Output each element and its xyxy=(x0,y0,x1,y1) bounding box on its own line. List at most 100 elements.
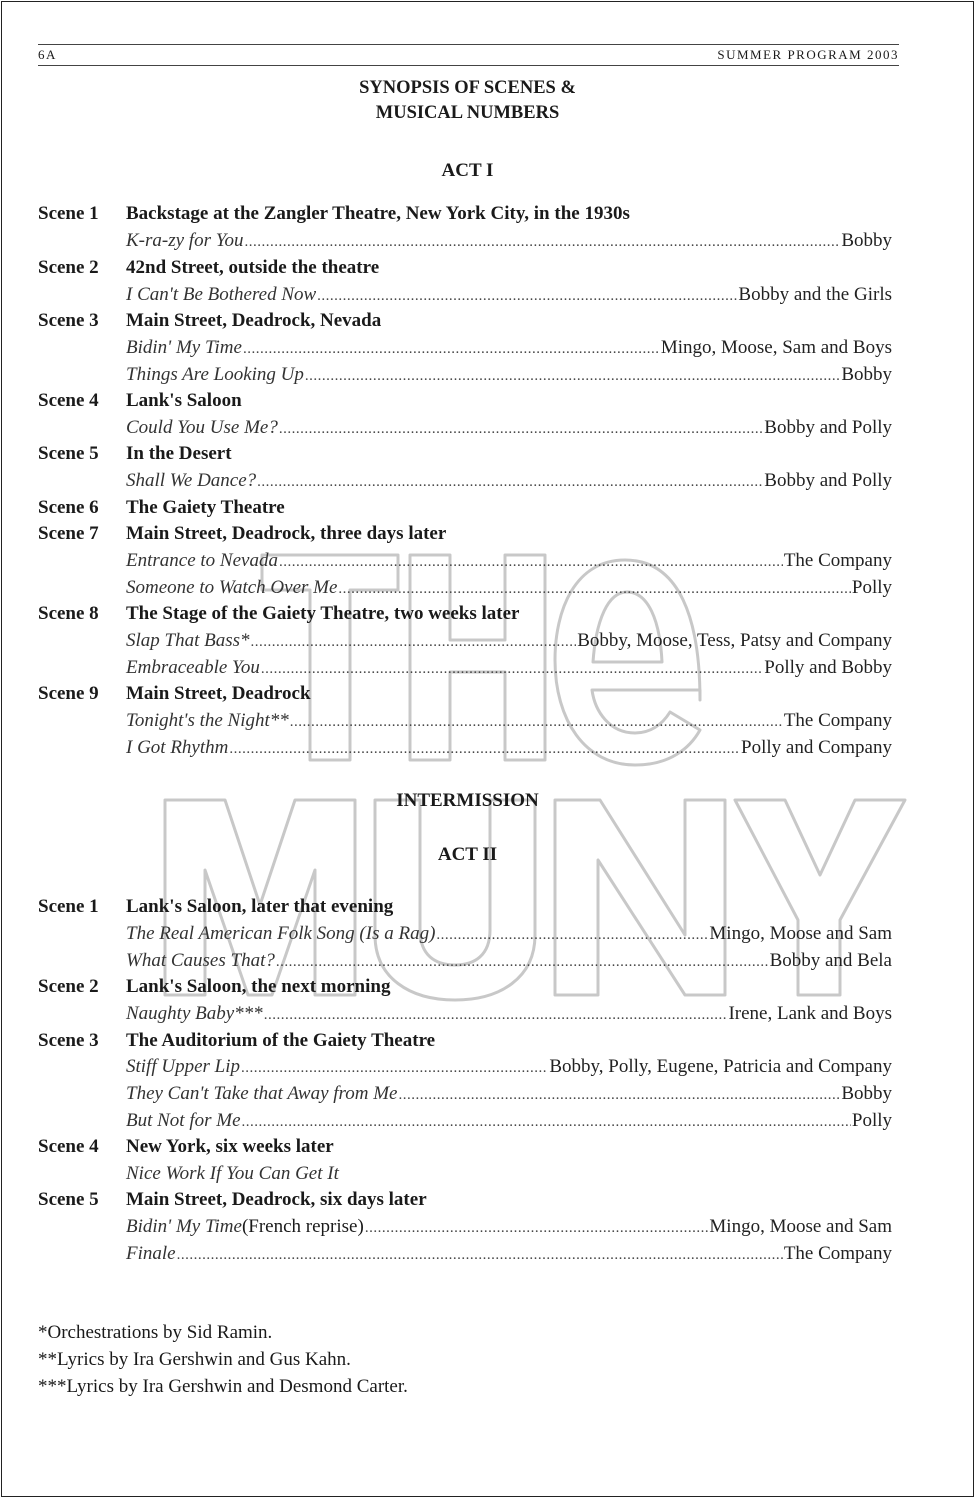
scene-description: The Stage of the Gaiety Theatre, two wee… xyxy=(126,603,520,624)
leader-dots xyxy=(279,421,763,438)
song-title: Things Are Looking Up xyxy=(126,364,304,385)
scene-label: Scene 2 xyxy=(38,257,99,278)
song-title: K-ra-zy for You xyxy=(126,230,244,251)
song-row: Entrance to NevadaThe Company xyxy=(0,550,977,577)
scene-description: Lank's Saloon xyxy=(126,390,242,411)
song-performers: Mingo, Moose and Sam xyxy=(709,1216,892,1237)
leader-dots xyxy=(251,634,577,651)
song-performers: Bobby xyxy=(841,364,892,385)
leader-dots xyxy=(243,341,660,358)
song-title: Nice Work If You Can Get It xyxy=(126,1163,339,1184)
song-title: The Real American Folk Song (Is a Rag) xyxy=(126,923,436,944)
leader-dots xyxy=(241,1060,548,1077)
song-title: But Not for Me xyxy=(126,1110,241,1131)
song-performers: Polly xyxy=(851,577,892,598)
scene-row: Scene 7 Main Street, Deadrock, three day… xyxy=(0,523,977,550)
song-title: Stiff Upper Lip xyxy=(126,1056,241,1077)
song-performers: The Company xyxy=(783,710,892,731)
page-title-line-1: SYNOPSIS OF SCENES & xyxy=(359,78,576,98)
scene-label: Scene 5 xyxy=(38,1189,99,1210)
scene-description: The Auditorium of the Gaiety Theatre xyxy=(126,1030,436,1051)
song-title: Naughty Baby*** xyxy=(126,1003,263,1024)
song-row: Stiff Upper Lip Bobby, Polly, Eugene, Pat… xyxy=(0,1056,977,1083)
song-performers: Mingo, Moose, Sam and Boys xyxy=(660,337,892,358)
song-row: Bidin' My Time (French reprise) Mingo, Mo… xyxy=(0,1216,977,1243)
intermission-heading: INTERMISSION xyxy=(396,790,539,811)
scene-label: Scene 3 xyxy=(38,1030,99,1051)
song-row: Embraceable You Polly and Bobby xyxy=(0,657,977,684)
scene-row: Scene 3 Main Street, Deadrock, Nevada xyxy=(0,310,977,337)
scene-row: Scene 4 New York, six weeks later xyxy=(0,1136,977,1163)
song-performers: Mingo, Moose and Sam xyxy=(709,923,892,944)
page-header: 6A SUMMER PROGRAM 2003 xyxy=(38,44,899,66)
scene-row: Scene 1 Backstage at the Zangler Theatre… xyxy=(0,203,977,230)
song-row: Naughty Baby*** Irene, Lank and Boys xyxy=(0,1003,977,1030)
scene-label: Scene 1 xyxy=(38,203,99,224)
scene-description: Main Street, Deadrock, Nevada xyxy=(126,310,382,331)
leader-dots xyxy=(229,741,740,758)
leader-dots xyxy=(398,1087,840,1104)
scene-row: Scene 2 Lank's Saloon, the next morning xyxy=(0,976,977,1003)
leader-dots xyxy=(242,1114,851,1131)
scene-description: The Gaiety Theatre xyxy=(126,497,285,518)
scene-label: Scene 3 xyxy=(38,310,99,331)
leader-dots xyxy=(261,661,763,678)
song-row: Tonight's the Night** The Company xyxy=(0,710,977,737)
song-performers: Bobby xyxy=(841,1083,892,1104)
song-row: K-ra-zy for You Bobby xyxy=(0,230,977,257)
song-row: Things Are Looking Up Bobby xyxy=(0,364,977,391)
song-row: But Not for MePolly xyxy=(0,1110,977,1137)
song-title: Bidin' My Time xyxy=(126,1216,242,1237)
song-title: What Causes That? xyxy=(126,950,275,971)
footnote: ***Lyrics by Ira Gershwin and Desmond Ca… xyxy=(38,1376,408,1397)
song-performers: Bobby, Moose, Tess, Patsy and Company xyxy=(577,630,892,651)
song-title: Embraceable You xyxy=(126,657,260,678)
leader-dots xyxy=(264,1007,728,1024)
leader-dots xyxy=(290,714,783,731)
song-row: I Got RhythmPolly and Company xyxy=(0,737,977,764)
leader-dots xyxy=(317,288,737,305)
song-performers: Bobby and Polly xyxy=(764,470,892,491)
scene-row: Scene 1 Lank's Saloon, later that evenin… xyxy=(0,896,977,923)
scene-description: Lank's Saloon, the next morning xyxy=(126,976,391,997)
scene-row: Scene 3 The Auditorium of the Gaiety The… xyxy=(0,1030,977,1057)
scene-label: Scene 1 xyxy=(38,896,99,917)
song-title: Shall We Dance? xyxy=(126,470,257,491)
song-title: Tonight's the Night** xyxy=(126,710,289,731)
leader-dots xyxy=(276,954,769,971)
scene-description: Main Street, Deadrock, six days later xyxy=(126,1189,427,1210)
song-row: What Causes That?Bobby and Bela xyxy=(0,950,977,977)
scene-description: New York, six weeks later xyxy=(126,1136,334,1157)
scene-description: Lank's Saloon, later that evening xyxy=(126,896,394,917)
act-heading: ACT I xyxy=(441,160,494,181)
song-row: FinaleThe Company xyxy=(0,1243,977,1270)
scene-row: Scene 2 42nd Street, outside the theatre xyxy=(0,257,977,284)
song-title: Slap That Bass* xyxy=(126,630,250,651)
scene-description: In the Desert xyxy=(126,443,232,464)
song-title: Finale xyxy=(126,1243,176,1264)
song-row: Nice Work If You Can Get It xyxy=(0,1163,977,1190)
song-performers: Bobby xyxy=(841,230,892,251)
song-row: Could You Use Me?Bobby and Polly xyxy=(0,417,977,444)
song-row: Bidin' My TimeMingo, Moose, Sam and Boys xyxy=(0,337,977,364)
song-performers: Irene, Lank and Boys xyxy=(728,1003,892,1024)
scene-description: Main Street, Deadrock xyxy=(126,683,311,704)
leader-dots xyxy=(177,1247,783,1264)
scene-row: Scene 5 In the Desert xyxy=(0,443,977,470)
leader-dots xyxy=(245,234,841,251)
song-row: I Can't Be Bothered NowBobby and the Gir… xyxy=(0,284,977,311)
song-row: Slap That Bass* Bobby, Moose, Tess, Patsy… xyxy=(0,630,977,657)
scene-row: Scene 9 Main Street, Deadrock xyxy=(0,683,977,710)
scene-label: Scene 6 xyxy=(38,497,99,518)
song-row: The Real American Folk Song (Is a Rag) Mi… xyxy=(0,923,977,950)
scene-label: Scene 8 xyxy=(38,603,99,624)
song-title: Someone to Watch Over Me xyxy=(126,577,338,598)
song-performers: Bobby and the Girls xyxy=(738,284,892,305)
song-performers: Bobby, Polly, Eugene, Patricia and Compa… xyxy=(549,1056,892,1077)
footnote: **Lyrics by Ira Gershwin and Gus Kahn. xyxy=(38,1349,351,1370)
act-heading: ACT II xyxy=(437,844,498,865)
song-performers: Polly and Bobby xyxy=(764,657,892,678)
scene-row: Scene 5 Main Street, Deadrock, six days … xyxy=(0,1189,977,1216)
song-note: (French reprise) xyxy=(241,1216,364,1237)
scene-row: Scene 4 Lank's Saloon xyxy=(0,390,977,417)
